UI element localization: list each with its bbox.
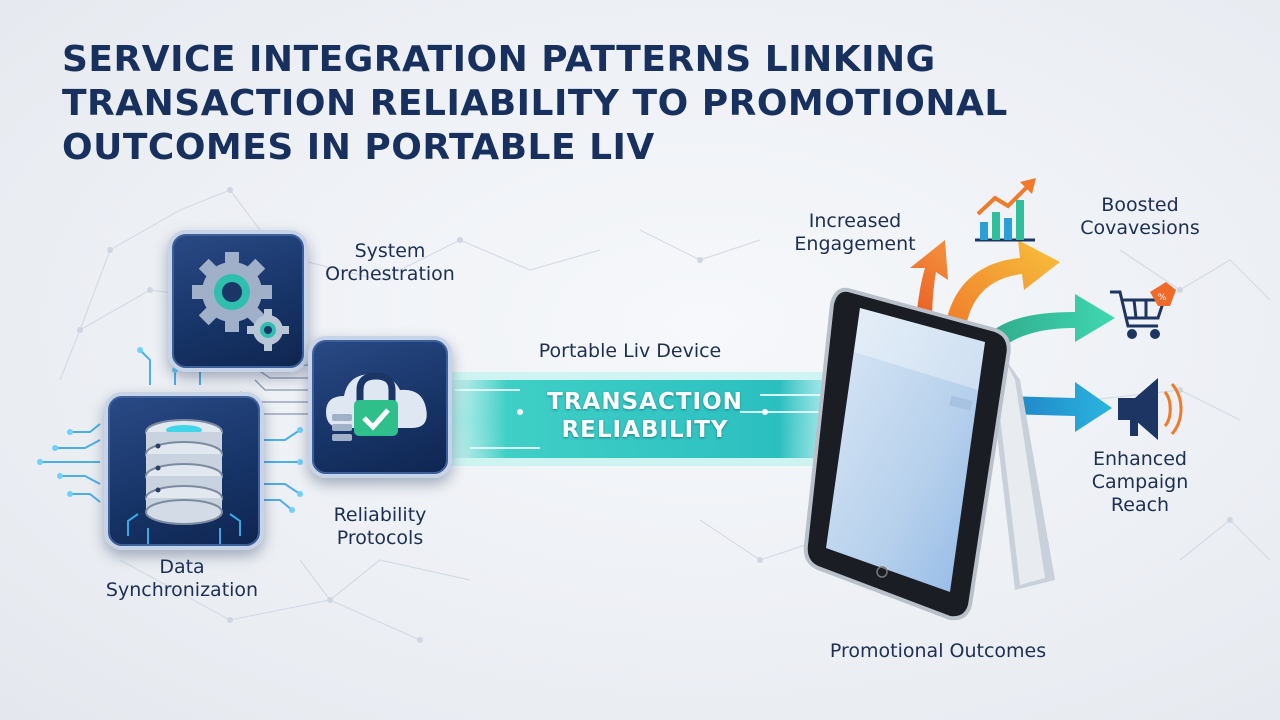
megaphone-icon — [1118, 378, 1183, 440]
discount-tag-icon: % — [1150, 282, 1176, 306]
transaction-reliability-banner: TRANSACTION RELIABILITY — [547, 389, 743, 443]
reach-arrow-icon — [1000, 382, 1112, 432]
protocols-tile — [308, 336, 452, 478]
orchestration-tile — [168, 230, 308, 372]
shopping-cart-icon — [1110, 290, 1167, 339]
bar-chart-trend-icon — [975, 178, 1036, 242]
increased-engagement-label: Increased Engagement — [794, 210, 916, 255]
svg-text:%: % — [1158, 293, 1167, 303]
promotional-outcomes-label: Promotional Outcomes — [829, 640, 1047, 662]
portable-liv-device — [803, 287, 1055, 621]
sync-tile — [104, 392, 264, 550]
gears-icon — [192, 252, 289, 351]
transaction-beam — [448, 380, 838, 458]
page-title: SERVICE INTEGRATION PATTERNS LINKING TRA… — [62, 39, 1008, 168]
reliability-protocols-label: Reliability Protocols — [333, 504, 427, 549]
data-synchronization-label: Data Synchronization — [105, 556, 259, 601]
enhanced-campaign-reach-label: Enhanced Campaign Reach — [1091, 448, 1189, 516]
database-icon — [127, 419, 241, 544]
cart-arrow-icon — [980, 294, 1115, 356]
portable-liv-device-label: Portable Liv Device — [538, 340, 722, 362]
cloud-lock-check-icon — [326, 372, 427, 441]
system-orchestration-label: System Orchestration — [325, 240, 455, 285]
boosted-conversions-label: Boosted Covavesions — [1080, 194, 1200, 239]
conversions-arrow-icon — [945, 240, 1060, 332]
